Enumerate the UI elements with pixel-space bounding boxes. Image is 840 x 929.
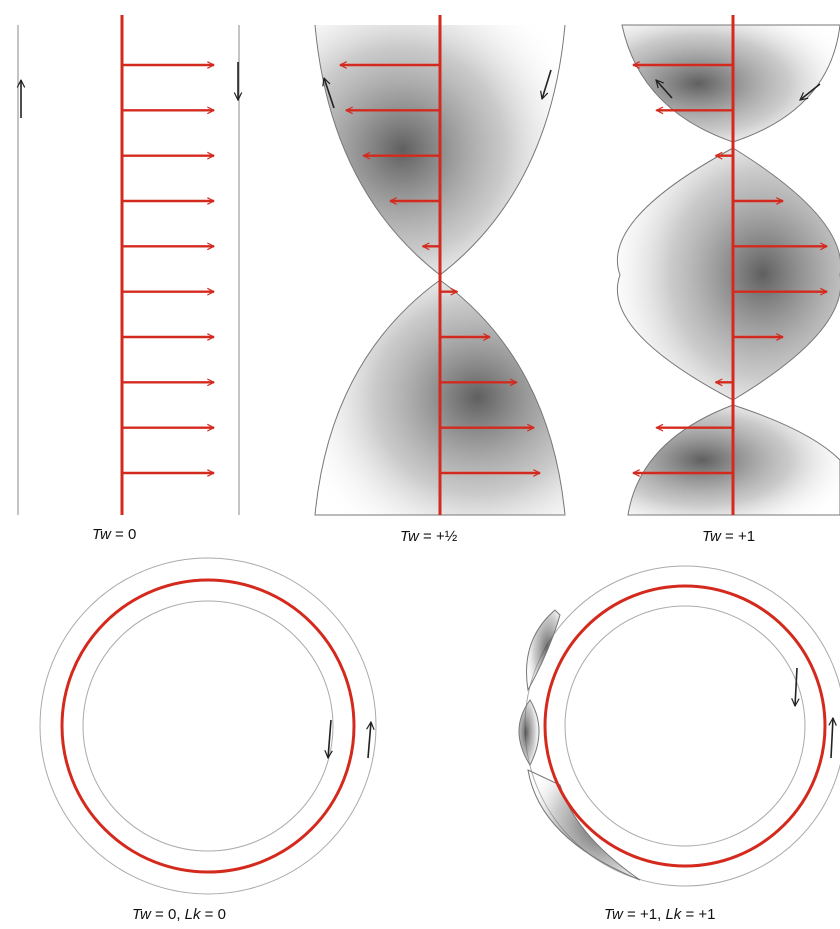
red-axis-ring — [545, 586, 825, 866]
up-arrow-icon — [368, 722, 371, 758]
normal-vectors — [122, 65, 214, 473]
strip-untwisted — [18, 15, 239, 515]
ring-untwisted — [40, 558, 376, 894]
strip-middle-lobe — [617, 148, 840, 400]
down-arrow-icon — [795, 668, 797, 706]
strip-top-lobe — [622, 25, 840, 142]
caption-ring-untwisted: Tw = 0, Lk = 0 — [132, 906, 226, 923]
strip-half-twist — [315, 15, 565, 515]
up-arrow-icon — [831, 718, 833, 758]
twist-lobe-middle — [519, 700, 539, 765]
caption-tw-one: Tw = +1 — [702, 528, 755, 545]
ring-outer-edge — [40, 558, 376, 894]
ring-inner-edge — [565, 606, 805, 846]
ring-inner-edge — [83, 601, 333, 851]
caption-tw-half: Tw = +½ — [400, 528, 457, 545]
caption-ring-twisted: Tw = +1, Lk = +1 — [604, 906, 715, 923]
strip-full-twist — [617, 15, 840, 515]
ring-twisted — [519, 566, 840, 886]
caption-tw-zero: Tw = 0 — [92, 526, 136, 543]
red-axis-ring — [62, 580, 354, 872]
